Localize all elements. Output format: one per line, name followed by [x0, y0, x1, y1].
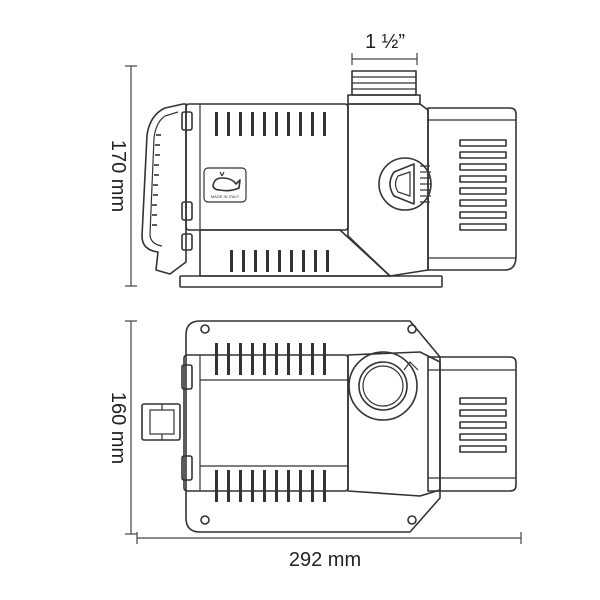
height-label: 170 mm — [107, 140, 129, 212]
flow-regulator-knob — [378, 157, 432, 211]
dimension-outlet: 1 ½” — [351, 31, 418, 65]
rear-vents-top — [459, 397, 507, 453]
whale-logo — [212, 171, 241, 192]
rear-vents-side — [459, 139, 507, 231]
length-label: 292 mm — [289, 549, 361, 571]
outlet-port-top — [348, 351, 419, 421]
inlet-connector — [141, 403, 181, 441]
made-in-italy-badge: MADE IN ITALY — [203, 167, 247, 203]
dimension-height-side: 170 mm — [107, 65, 137, 287]
pump-side-view: MADE IN ITALY — [141, 70, 517, 288]
mounting-holes — [200, 324, 417, 525]
width-label: 160 mm — [107, 392, 129, 464]
dimension-length: 292 mm — [136, 532, 522, 571]
top-vents-lower — [215, 470, 326, 502]
dimension-width-top: 160 mm — [107, 320, 137, 535]
base-vents — [230, 250, 329, 272]
top-vents-upper — [215, 343, 326, 375]
badge-text: MADE IN ITALY — [211, 194, 240, 199]
outlet-size-label: 1 ½” — [365, 31, 405, 53]
grip-ribs — [152, 134, 161, 226]
knob-grooves — [420, 165, 431, 203]
body-top-vents — [215, 112, 326, 136]
pump-top-view — [141, 320, 517, 533]
